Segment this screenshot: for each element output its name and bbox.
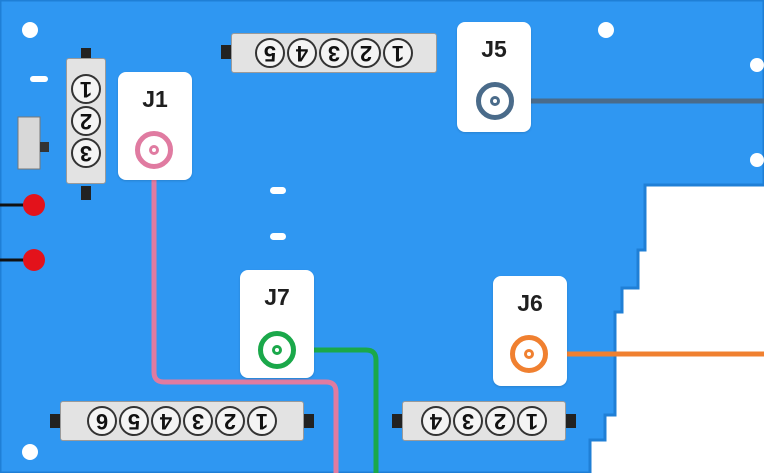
board-slot bbox=[30, 76, 48, 82]
wire-j7 bbox=[277, 347, 379, 473]
switch-lever bbox=[40, 142, 49, 152]
terminal-pin[interactable]: 2 bbox=[485, 406, 515, 436]
terminal-pin[interactable]: 1 bbox=[247, 406, 277, 436]
mounting-hole bbox=[22, 22, 38, 38]
j7-connector[interactable] bbox=[258, 331, 296, 369]
terminal-pin[interactable]: 2 bbox=[215, 406, 245, 436]
mounting-hole bbox=[750, 58, 764, 72]
terminal-pin[interactable]: 1 bbox=[383, 38, 413, 68]
led-red bbox=[23, 194, 45, 216]
board-slot bbox=[270, 233, 286, 240]
mounting-hole bbox=[750, 153, 764, 167]
terminal-pin[interactable]: 3 bbox=[183, 406, 213, 436]
strip-end-cap bbox=[304, 414, 314, 428]
strip-end-cap bbox=[392, 414, 402, 428]
terminal-pin[interactable]: 5 bbox=[119, 406, 149, 436]
terminal-pin[interactable]: 6 bbox=[87, 406, 117, 436]
terminal-strip-top: 5 4 3 2 1 bbox=[231, 33, 437, 73]
terminal-pin[interactable]: 2 bbox=[351, 38, 381, 68]
j6-label: J6 bbox=[517, 290, 543, 316]
j6-connector[interactable] bbox=[510, 335, 548, 373]
terminal-pin[interactable]: 2 bbox=[71, 106, 101, 136]
j5-label: J5 bbox=[481, 36, 507, 62]
terminal-strip-bottom-right: 4 3 2 1 bbox=[402, 401, 566, 441]
terminal-pin[interactable]: 3 bbox=[71, 138, 101, 168]
mounting-hole bbox=[22, 444, 38, 460]
terminal-pin[interactable]: 5 bbox=[255, 38, 285, 68]
strip-end-cap bbox=[50, 414, 60, 428]
terminal-pin[interactable]: 3 bbox=[319, 38, 349, 68]
terminal-pin[interactable]: 4 bbox=[151, 406, 181, 436]
terminal-pin[interactable]: 1 bbox=[71, 74, 101, 104]
terminal-strip-bottom-left: 6 5 4 3 2 1 bbox=[60, 401, 304, 441]
j1-label: J1 bbox=[142, 86, 168, 112]
strip-end-cap bbox=[221, 45, 231, 59]
j7-label: J7 bbox=[264, 284, 290, 310]
j7-card: J7 bbox=[240, 270, 314, 378]
board-slot bbox=[270, 187, 286, 194]
led-red bbox=[23, 249, 45, 271]
j5-connector[interactable] bbox=[476, 82, 514, 120]
wire-j1 bbox=[151, 150, 339, 473]
terminal-pin[interactable]: 1 bbox=[517, 406, 547, 436]
terminal-pin[interactable]: 3 bbox=[453, 406, 483, 436]
terminal-pin[interactable]: 4 bbox=[421, 406, 451, 436]
strip-end-cap bbox=[566, 414, 576, 428]
terminal-strip-left: 1 2 3 bbox=[66, 58, 106, 184]
terminal-pin[interactable]: 4 bbox=[287, 38, 317, 68]
strip-end-cap bbox=[81, 48, 91, 62]
mounting-hole bbox=[598, 22, 614, 38]
j1-connector[interactable] bbox=[135, 131, 173, 169]
switch-body bbox=[17, 116, 41, 170]
strip-end-cap bbox=[81, 186, 91, 200]
